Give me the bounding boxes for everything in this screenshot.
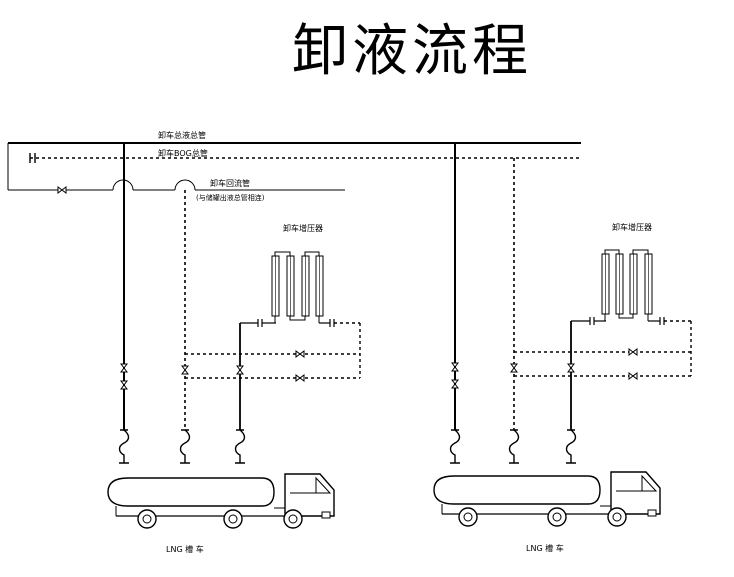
left-gas-loop — [185, 323, 361, 382]
left-pressurizer-label: 卸车增压器 — [283, 223, 323, 233]
right-pressurizer-liquid-line — [565, 317, 606, 464]
left-liquid-drop — [118, 143, 130, 464]
right-pressurizer-label: 卸车增压器 — [612, 222, 652, 232]
liquid-header-label: 卸车总液总管 — [158, 130, 206, 140]
return-line-note: (与储罐出液总管相连) — [196, 193, 265, 202]
bog-header-label: 卸车BOG总管 — [158, 148, 208, 158]
right-pressurizer — [601, 249, 691, 325]
right-truck-label: LNG 槽 车 — [526, 543, 564, 553]
left-pressurizer-liquid-line — [234, 319, 276, 464]
liquid-header-pipe — [7, 142, 581, 190]
left-pressurizer — [271, 251, 360, 327]
left-lng-truck — [107, 473, 335, 529]
bog-header-pipe — [29, 153, 581, 163]
page-title: 卸液流程 — [292, 19, 532, 84]
left-truck-label: LNG 槽 车 — [166, 544, 204, 554]
return-line-label: 卸车回流管 — [210, 178, 250, 188]
right-bog-drop — [508, 158, 520, 464]
right-liquid-drop — [449, 143, 461, 464]
right-lng-truck — [433, 471, 661, 527]
right-gas-loop — [514, 321, 692, 380]
return-line-pipe — [8, 179, 345, 194]
left-bog-drop — [179, 190, 191, 464]
